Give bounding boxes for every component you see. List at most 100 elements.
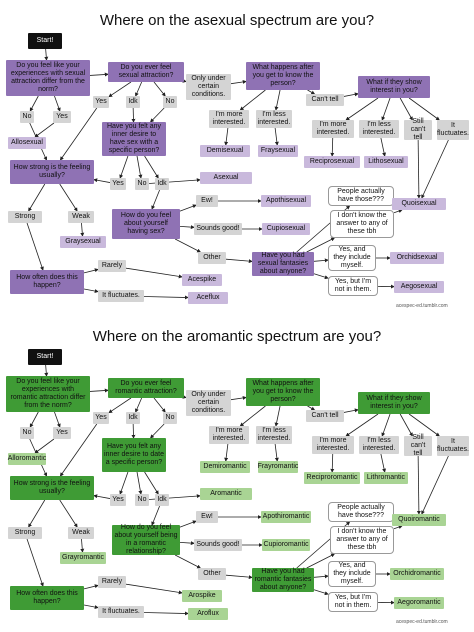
node-less1: I'm less interested.: [256, 426, 292, 444]
connector-still-to-quoi: [416, 139, 421, 199]
node-only: Only under certain conditions.: [186, 74, 231, 100]
connector-q4-to-more1: [239, 89, 266, 111]
connector-more2-to-recipro: [330, 137, 335, 157]
node-less2: I'm less interested.: [359, 120, 399, 138]
node-yes1: Yes: [53, 427, 71, 439]
node-orchid: Orchidromantic: [390, 568, 444, 580]
connector-q7-to-soundsGood: [179, 541, 195, 546]
connector-q1-to-yes1: [54, 411, 61, 428]
node-q3: Have you felt any inner desire to date a…: [102, 438, 166, 472]
connector-q7-to-other: [174, 554, 202, 569]
connector-q8-to-yesNot: [313, 273, 329, 280]
node-no3: No: [135, 178, 149, 190]
connector-q3-to-no3: [136, 155, 143, 179]
connector-q8-to-yesInclude: [313, 258, 329, 263]
node-more1: I'm more interested.: [209, 426, 249, 444]
node-more1: I'm more interested.: [209, 110, 249, 128]
node-still: Still can't tell: [404, 118, 432, 141]
connector-less1-to-fray: [274, 127, 279, 146]
node-fluct2: It fluctuates.: [98, 290, 144, 302]
node-q3: Have you felt any inner desire to have s…: [102, 122, 166, 156]
connector-no2-to-q3: [149, 107, 165, 123]
node-strong: Strong: [8, 527, 42, 539]
connector-q8-to-dontKnow: [306, 237, 336, 253]
connector-q7-to-other: [174, 238, 202, 253]
connector-q3-to-yes3: [119, 471, 129, 495]
node-only: Only under certain conditions.: [186, 390, 231, 416]
connector-fluct2-to-aceflux: [143, 611, 189, 616]
connector-q10-to-fluct2: [83, 604, 99, 610]
node-yes3: Yes: [110, 178, 126, 190]
connector-less2-to-litho: [380, 453, 387, 473]
node-fray: Fraysexual: [258, 145, 298, 157]
node-no2: No: [163, 412, 177, 424]
node-yes2: Yes: [93, 412, 109, 424]
node-apath: Apothisexual: [261, 195, 311, 207]
node-ew: Ew!: [196, 195, 218, 207]
node-soundsGood: Sounds good!: [194, 539, 242, 551]
connector-idk3-to-q7: [151, 189, 160, 210]
connector-q5-to-still: [399, 413, 413, 437]
node-other: Other: [198, 252, 226, 264]
connector-rarely-to-acespike: [125, 267, 183, 279]
node-apath: Apothiromantic: [261, 511, 311, 523]
connector-q5-to-less2: [381, 413, 391, 437]
connector-less2-to-litho: [380, 137, 387, 157]
connector-q2-to-idk2: [135, 397, 143, 413]
connector-q1-to-q2: [89, 72, 109, 77]
node-weak: Weak: [68, 211, 94, 223]
connector-weak-to-gray: [80, 222, 85, 237]
node-cantTell: Can't tell: [306, 410, 344, 422]
credit-text: acespec-ed.tumblr.com: [396, 619, 448, 625]
node-rarely: Rarely: [98, 260, 126, 272]
connector-weak-to-gray: [80, 538, 85, 553]
node-quoi: Quoiromantic: [392, 514, 446, 526]
connector-yes1-to-allo: [34, 122, 55, 138]
connector-q6-to-weak: [59, 499, 78, 528]
connector-q2-to-idk2: [135, 81, 143, 97]
node-more2: I'm more interested.: [312, 436, 354, 454]
node-yesInclude: Yes, and they include myself.: [328, 245, 376, 271]
connector-q6-to-strong: [28, 183, 46, 212]
connector-start-to-q1: [44, 48, 49, 61]
connector-more1-to-demi: [224, 443, 229, 462]
node-yes2: Yes: [93, 96, 109, 108]
connector-q2-to-no2: [153, 397, 166, 413]
connector-fluct1-to-quoi: [421, 455, 449, 515]
connector-q5-to-still: [399, 97, 413, 121]
node-still: Still can't tell: [404, 434, 432, 457]
connector-more2-to-recipro: [330, 453, 335, 473]
node-fluct1: It fluctuates.: [437, 120, 469, 140]
connector-layer: [26, 48, 449, 300]
connector-q4-to-cantTell: [307, 405, 316, 411]
connector-other-to-q8: [225, 574, 253, 580]
connector-q4-to-more1: [239, 405, 266, 427]
node-q4: What happens after you get to know the p…: [246, 378, 320, 406]
connector-dontKnow-to-quoi: [393, 209, 403, 214]
connector-start-to-q1: [44, 364, 49, 377]
connector-dontKnow-to-quoi: [393, 525, 403, 530]
connector-q1-to-no1: [29, 95, 39, 112]
asexual-spectrum-flowchart: Where on the asexual spectrum are you? St…: [6, 12, 469, 309]
node-aceflux: Aroflux: [188, 608, 228, 620]
node-yes3: Yes: [110, 494, 126, 506]
node-q10: How often does this happen?: [10, 270, 84, 294]
node-litho: Lithosexual: [364, 156, 408, 168]
connector-yes3-to-q6: [93, 178, 111, 183]
connector-q5-to-less2: [381, 97, 391, 121]
connector-only-to-q4: [230, 395, 247, 401]
node-less2: I'm less interested.: [359, 436, 399, 454]
connector-other-to-q8: [225, 258, 253, 264]
node-gray: Grayromantic: [60, 552, 106, 564]
connector-q5-to-fluct1: [408, 97, 440, 121]
connector-cantTell-to-q5: [343, 92, 359, 97]
node-q2: Do you ever feel sexual attraction?: [108, 62, 184, 82]
node-ace: Aromantic: [200, 488, 252, 500]
connector-only-to-q4: [230, 79, 247, 85]
connector-q5-to-fluct1: [408, 413, 440, 437]
node-yesInclude: Yes, and they include myself.: [328, 561, 376, 587]
node-idk2: Idk: [126, 412, 140, 424]
connector-q1-to-no1: [29, 411, 39, 428]
node-yesNot: Yes, but I'm not in them.: [328, 276, 378, 296]
chart-title: Where on the asexual spectrum are you?: [99, 12, 375, 29]
